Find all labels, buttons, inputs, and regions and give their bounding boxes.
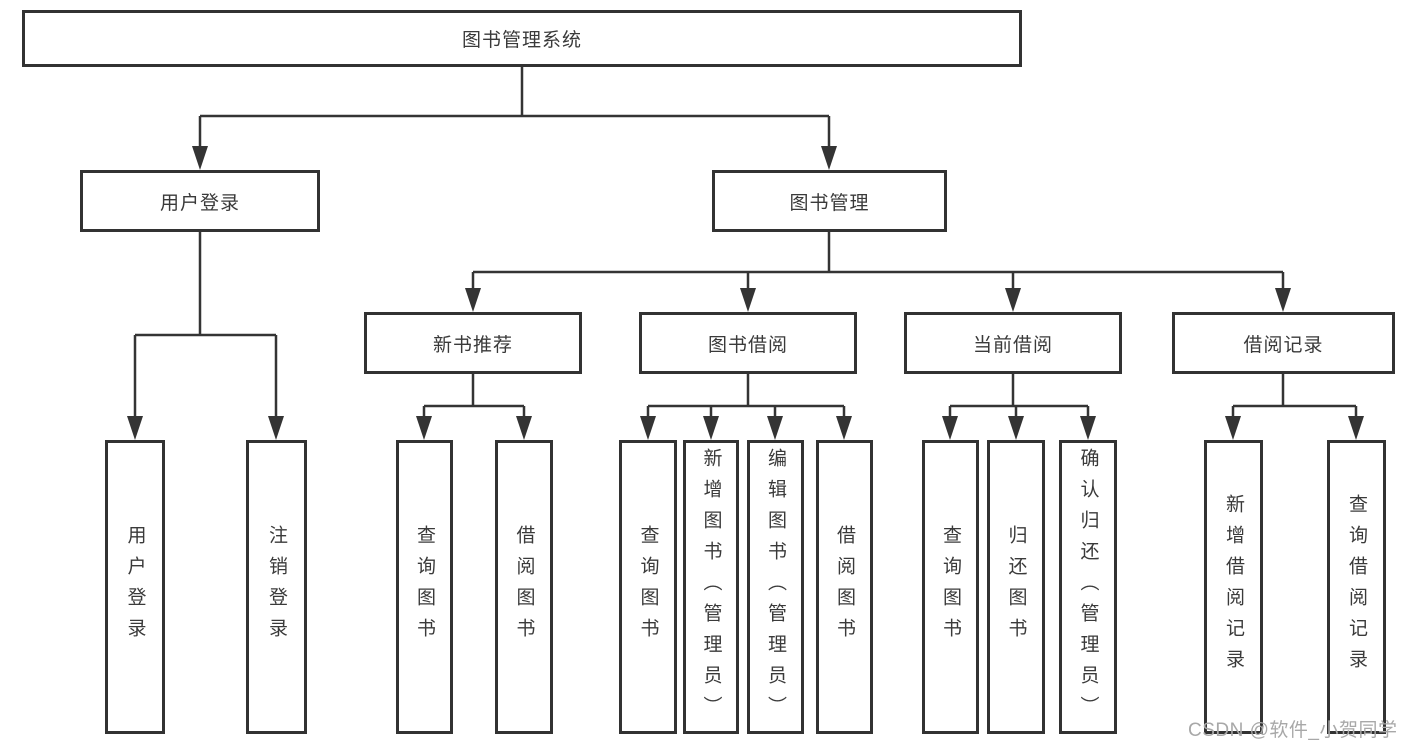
node-borrowing-records: 借阅记录 xyxy=(1172,312,1395,374)
leaf-add-books-admin: 新增图书（管理员） xyxy=(683,440,739,734)
connector-user-login xyxy=(133,232,278,420)
node-label: 图书借阅 xyxy=(707,334,788,356)
node-label: 借阅记录 xyxy=(1243,334,1324,356)
leaf-logout-login: 注销登录 xyxy=(246,440,307,734)
node-current-borrowing: 当前借阅 xyxy=(904,312,1122,374)
connector-root xyxy=(198,67,831,148)
leaf-label: 注销登录 xyxy=(266,525,287,649)
leaf-label: 用户登录 xyxy=(124,525,146,649)
leaf-label: 新增图书（管理员） xyxy=(700,447,722,727)
leaf-confirm-return-admin: 确认归还（管理员） xyxy=(1059,440,1117,734)
leaf-query-books-borrowing: 查询图书 xyxy=(619,440,677,734)
connector-current-borrowing xyxy=(948,374,1090,420)
node-library-management-system: 图书管理系统 xyxy=(22,10,1022,67)
leaf-label: 确认归还（管理员） xyxy=(1077,447,1099,727)
connector-book-management xyxy=(471,232,1285,292)
node-book-borrowing: 图书借阅 xyxy=(639,312,857,374)
leaf-label: 查询图书 xyxy=(414,525,435,649)
node-user-login: 用户登录 xyxy=(80,170,320,232)
leaf-borrow-books-borrowing: 借阅图书 xyxy=(816,440,873,734)
leaf-label: 归还图书 xyxy=(1005,525,1027,649)
node-label: 新书推荐 xyxy=(432,334,513,356)
leaf-borrow-books-recommend: 借阅图书 xyxy=(495,440,553,734)
node-label: 图书管理系统 xyxy=(461,30,582,51)
leaf-label: 新增借阅记录 xyxy=(1223,494,1244,680)
node-label: 当前借阅 xyxy=(972,334,1053,356)
leaf-query-books-current: 查询图书 xyxy=(922,440,979,734)
leaf-label: 借阅图书 xyxy=(513,525,535,649)
leaf-edit-books-admin: 编辑图书（管理员） xyxy=(747,440,804,734)
watermark-text: CSDN @软件_小贺同学 xyxy=(1188,720,1398,741)
connector-book-borrowing xyxy=(646,374,846,420)
leaf-query-books-recommend: 查询图书 xyxy=(396,440,453,734)
arrowheads xyxy=(127,146,1364,440)
leaf-label: 借阅图书 xyxy=(834,525,855,649)
connector-new-book-recommendation xyxy=(422,374,526,420)
node-book-management: 图书管理 xyxy=(712,170,947,232)
leaf-label: 查询借阅记录 xyxy=(1346,494,1367,680)
leaf-query-borrow-record: 查询借阅记录 xyxy=(1327,440,1386,734)
leaf-label: 编辑图书（管理员） xyxy=(765,447,786,727)
leaf-label: 查询图书 xyxy=(637,525,659,649)
leaf-add-borrow-record: 新增借阅记录 xyxy=(1204,440,1263,734)
leaf-label: 查询图书 xyxy=(940,525,961,649)
leaf-return-books: 归还图书 xyxy=(987,440,1045,734)
connector-borrowing-records xyxy=(1231,374,1358,420)
node-new-book-recommendation: 新书推荐 xyxy=(364,312,582,374)
node-label: 用户登录 xyxy=(159,192,240,214)
leaf-user-login: 用户登录 xyxy=(105,440,165,734)
node-label: 图书管理 xyxy=(789,192,870,214)
